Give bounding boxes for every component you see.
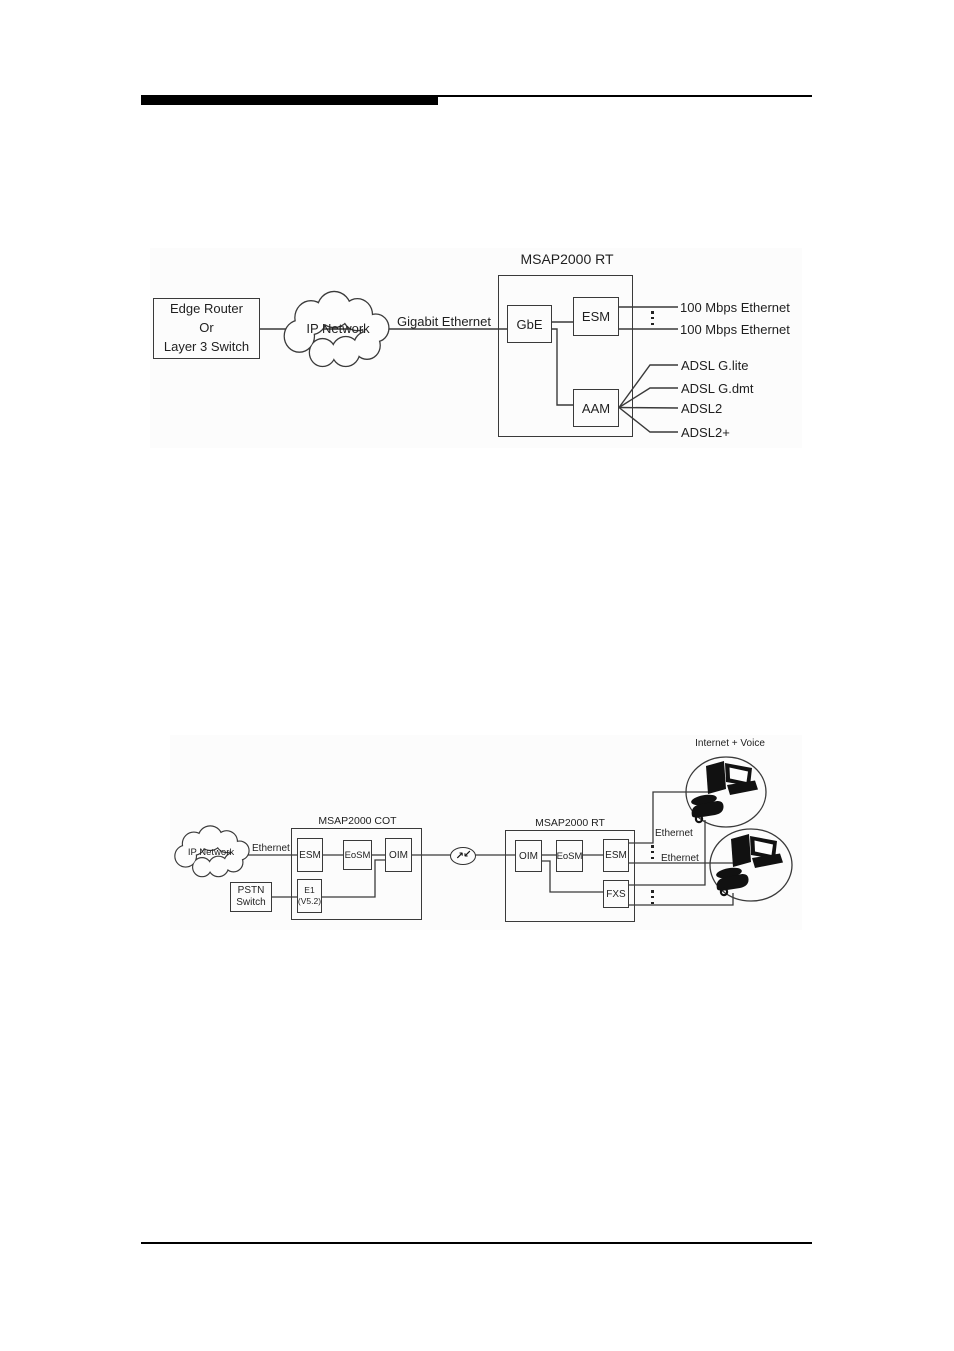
ethernet-top-label: Ethernet xyxy=(655,828,693,839)
vertical-dots-icon xyxy=(651,311,654,326)
node-esm-cot: ESM xyxy=(297,838,323,872)
adsl2-label: ADSL2 xyxy=(681,401,723,416)
node-fxs: FXS xyxy=(603,880,629,908)
ip-network-label: IP Network xyxy=(306,321,370,336)
figure2-cot-title: MSAP2000 COT xyxy=(318,815,397,827)
header-bar xyxy=(141,95,438,105)
arrow-ne-icon: ↗ xyxy=(455,851,464,862)
adsl-glite-label: ADSL G.lite xyxy=(681,358,749,373)
node-esm: ESM xyxy=(573,297,619,336)
header-rule-line xyxy=(141,95,812,97)
ethernet-100-top-label: 100 Mbps Ethernet xyxy=(680,300,790,315)
ethernet-bottom-label: Ethernet xyxy=(661,853,699,864)
node-oim-cot: OIM xyxy=(385,838,412,872)
msap2000-rt-frame xyxy=(505,830,635,922)
subscriber-circle-bottom xyxy=(709,828,793,902)
node-aam: AAM xyxy=(573,389,619,427)
gigabit-ethernet-label: Gigabit Ethernet xyxy=(397,314,491,329)
node-eosm-rt: EoSM xyxy=(556,840,583,872)
subscriber-circle-top xyxy=(685,756,767,828)
node-gbe: GbE xyxy=(507,305,552,343)
arrow-sw-icon: ↙ xyxy=(463,849,471,860)
figure2-rt-title: MSAP2000 RT xyxy=(535,817,605,829)
subscriber-circles xyxy=(685,756,793,902)
fiber-link-icon: ↗ ↙ xyxy=(450,847,476,865)
footer-rule-line xyxy=(141,1242,812,1244)
vertical-dots-icon xyxy=(651,845,654,860)
adsl-gdmt-label: ADSL G.dmt xyxy=(681,381,754,396)
connector-lines xyxy=(240,791,742,906)
vertical-dots-icon xyxy=(651,890,654,905)
node-e1-v52: E1 (V5.2) xyxy=(297,879,322,913)
node-esm-rt: ESM xyxy=(603,839,629,872)
node-edge-router: Edge Router Or Layer 3 Switch xyxy=(153,298,260,359)
figure-voice-data-architecture: Internet + Voice IP Network Ethernet MSA… xyxy=(170,735,802,930)
node-oim-rt: OIM xyxy=(515,840,542,872)
ip-network-cloud xyxy=(174,825,250,878)
ethernet-100-bottom-label: 100 Mbps Ethernet xyxy=(680,322,790,337)
figure1-title: MSAP2000 RT xyxy=(520,251,614,267)
ip-network-cloud xyxy=(283,290,390,368)
ethernet-uplink-label: Ethernet xyxy=(252,843,290,854)
ip-network-label: IP Network xyxy=(187,847,235,858)
figure2-line-art xyxy=(174,756,793,906)
node-eosm-cot: EoSM xyxy=(343,840,372,870)
figure-adsl-architecture: MSAP2000 RT Edge Router Or Layer 3 Switc… xyxy=(150,248,802,448)
msap2000-cot-frame xyxy=(291,828,422,920)
node-pstn-switch: PSTN Switch xyxy=(230,882,272,912)
adsl2plus-label: ADSL2+ xyxy=(681,425,730,440)
internet-voice-label: Internet + Voice xyxy=(695,738,765,749)
pc-phone-icon-bottom xyxy=(714,832,785,897)
figure1-line-art xyxy=(260,290,679,433)
msap2000-rt-frame xyxy=(498,275,633,437)
